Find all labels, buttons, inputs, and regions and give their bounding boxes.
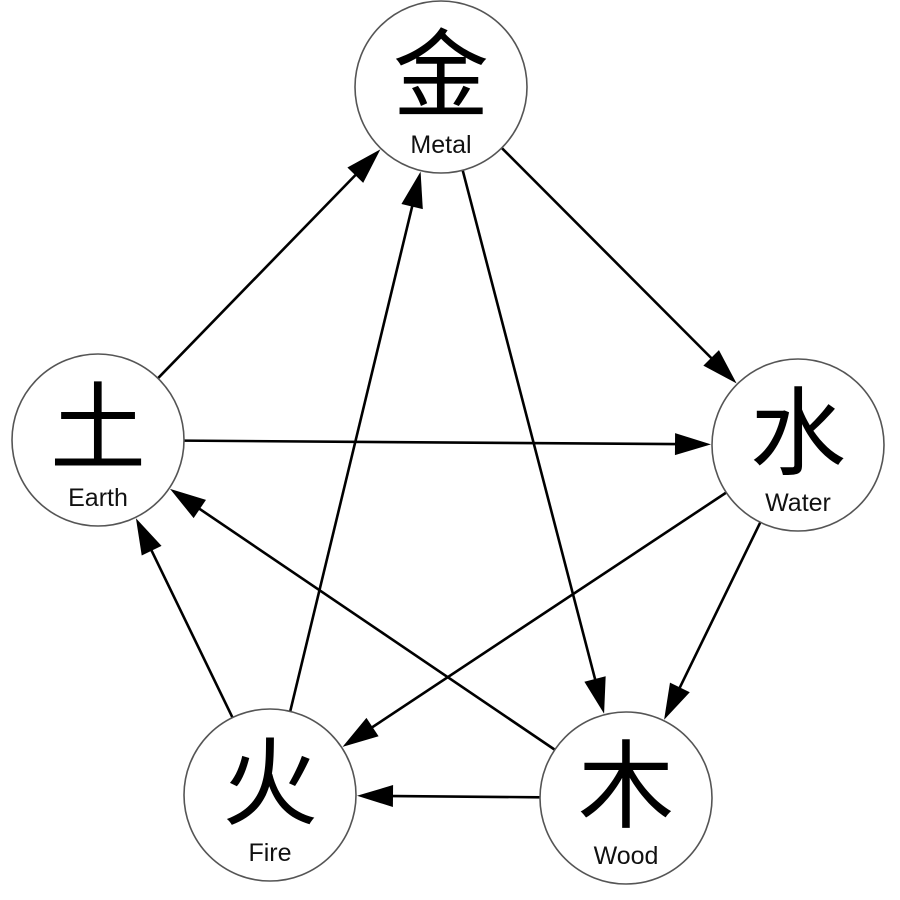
edge-line: [461, 169, 601, 695]
edge-line: [671, 521, 762, 703]
arrowhead-icon: [584, 676, 606, 714]
node-metal-glyph: 金: [393, 20, 489, 132]
edge-line: [376, 794, 541, 799]
node-fire-label: Fire: [248, 839, 291, 867]
edge-line: [183, 439, 692, 446]
edge-fire-to-earth: [135, 518, 234, 719]
node-earth-circle: [11, 353, 185, 527]
node-water-glyph: 水: [750, 378, 846, 490]
node-water-circle: [711, 358, 885, 532]
arrowhead-icon: [342, 717, 379, 747]
node-wood-label: Wood: [594, 842, 659, 870]
edge-wood-to-fire: [356, 785, 541, 808]
edge-line: [358, 491, 728, 737]
edge-line: [156, 162, 368, 380]
node-metal: 金 Metal: [354, 0, 528, 174]
edge-water-to-fire: [342, 491, 728, 747]
arrowhead-icon: [401, 171, 423, 210]
edge-line: [288, 190, 418, 712]
node-earth: 土 Earth: [11, 353, 185, 527]
arrowhead-icon: [674, 433, 712, 456]
edge-earth-to-water: [183, 433, 712, 456]
node-metal-circle: [354, 0, 528, 174]
arrowhead-icon: [356, 785, 394, 808]
node-wood-glyph: 木: [578, 731, 674, 843]
node-wood-circle: [539, 711, 713, 885]
arrowhead-icon: [170, 488, 206, 519]
edge-line: [185, 498, 556, 751]
node-water: 水 Water: [711, 358, 885, 532]
arrowhead-icon: [703, 350, 737, 384]
arrowhead-icon: [347, 149, 381, 183]
edge-earth-to-metal: [156, 149, 381, 380]
edge-fire-to-metal: [288, 171, 423, 712]
edge-line: [143, 535, 234, 719]
node-fire: 火 Fire: [183, 708, 357, 882]
arrowhead-icon: [135, 518, 162, 556]
node-earth-label: Earth: [68, 484, 128, 512]
edge-metal-to-water: [500, 146, 737, 384]
nodes-layer: 金 Metal 水 Water 木 Wood 火 Fire 土 Earth: [11, 0, 885, 885]
node-fire-glyph: 火: [222, 728, 318, 840]
node-earth-glyph: 土: [50, 373, 146, 485]
arrowhead-icon: [664, 682, 690, 720]
edges-layer: [135, 146, 762, 808]
edge-wood-to-earth: [170, 488, 556, 751]
edge-line: [500, 146, 724, 371]
node-water-label: Water: [765, 489, 831, 517]
edge-metal-to-wood: [461, 169, 606, 714]
node-fire-circle: [183, 708, 357, 882]
node-metal-label: Metal: [410, 131, 471, 159]
node-wood: 木 Wood: [539, 711, 713, 885]
edge-water-to-wood: [664, 521, 762, 720]
